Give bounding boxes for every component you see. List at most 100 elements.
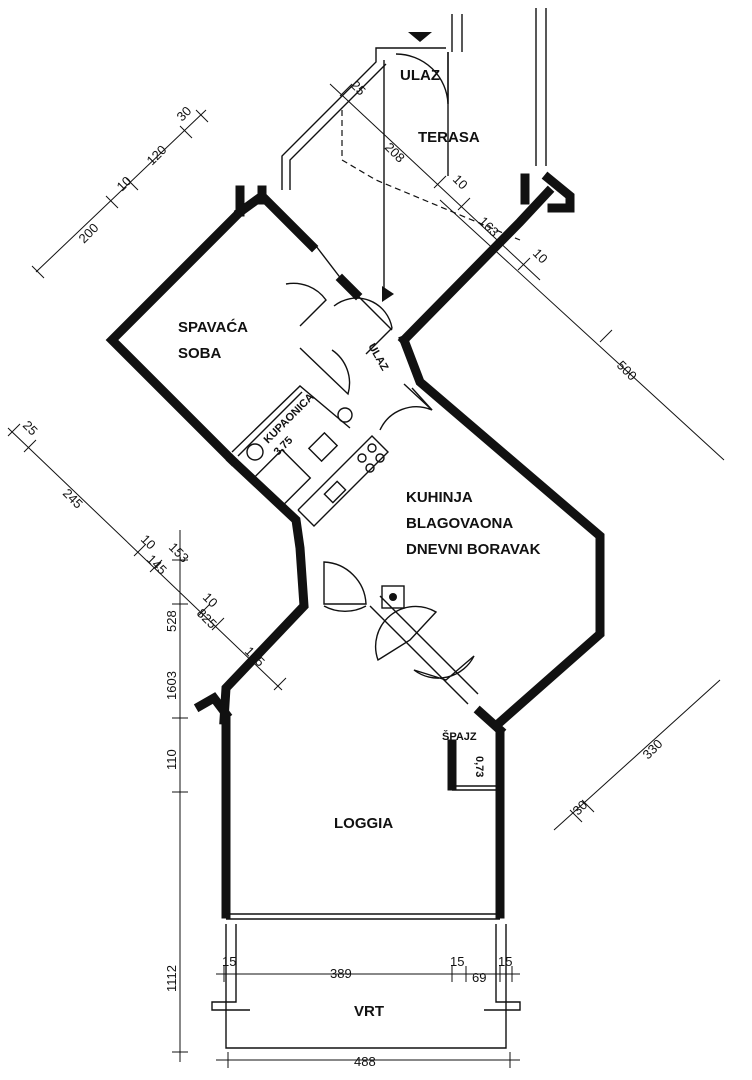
terrace-outline-2 (289, 63, 387, 190)
tick (457, 197, 471, 211)
door-spajz (411, 387, 433, 411)
room-labels: ULAZ TERASA SPAVAĆA SOBA ULAZ KUPAONICA … (178, 67, 541, 1020)
washbasin (307, 431, 339, 463)
dim-30a: 30 (174, 103, 195, 124)
tick (273, 677, 287, 691)
tick (133, 543, 147, 557)
bathroom-partition-inner (237, 391, 303, 457)
dim-1112: 1112 (164, 965, 179, 992)
stove-ring-1 (367, 443, 377, 453)
living-wall-top (397, 185, 555, 347)
garden-outline-2 (211, 924, 250, 1011)
label-terasa: TERASA (418, 129, 480, 146)
stove-ring-3 (375, 453, 385, 463)
dim-153: 153 (166, 540, 192, 566)
stove-ring-2 (357, 453, 367, 463)
entry-arrow-mid (382, 286, 394, 302)
tick (433, 175, 447, 189)
dim-25b: 25 (20, 418, 41, 439)
doors (285, 52, 479, 705)
dim-389: 389 (330, 966, 352, 981)
entry-sill (315, 245, 343, 281)
entry-wall-right (335, 273, 363, 301)
interior-lines (226, 385, 500, 920)
tick (581, 799, 595, 813)
bathroom-partition (231, 385, 351, 453)
label-spajz: ŠPAJZ (442, 730, 477, 743)
label-soba: SOBA (178, 345, 222, 362)
chimney-flue (389, 593, 397, 601)
dim-right-500 (439, 199, 725, 461)
door-living (323, 561, 367, 605)
dim-10c: 10 (530, 246, 551, 267)
tick (7, 423, 21, 437)
label-ulaz-inner: ULAZ (365, 342, 390, 374)
hall-corner (193, 692, 233, 721)
dim-69: 69 (472, 970, 486, 985)
tick (599, 329, 613, 343)
label-ulaz-top: ULAZ (400, 67, 440, 84)
stove-ring-4 (365, 463, 375, 473)
dim-488: 488 (354, 1054, 376, 1069)
label-dnevni: DNEVNI BORAVAK (406, 541, 541, 558)
spajz-wall-top (473, 705, 507, 737)
garden-outline (225, 924, 507, 1049)
dim-left-mid (7, 427, 283, 691)
terrace-corner (541, 171, 575, 213)
dim-15b: 15 (450, 954, 464, 969)
dim-528: 528 (164, 610, 179, 632)
kitchen-sink (323, 480, 347, 504)
dim-25a: 25 (348, 78, 369, 99)
bedroom-wall-left (105, 205, 247, 467)
kitchen-counter (297, 435, 389, 527)
label-blagovaona: BLAGOVAONA (406, 515, 513, 532)
chimney (381, 585, 405, 609)
garden-outline-3 (484, 924, 521, 1011)
door-bedroom (285, 282, 327, 327)
label-loggia: LOGGIA (334, 815, 393, 832)
tick (195, 109, 209, 123)
tick (105, 195, 119, 209)
tick (339, 83, 353, 97)
walls (105, 171, 605, 919)
toilet (246, 443, 264, 461)
dim-245: 245 (60, 486, 86, 512)
dim-15a: 15 (222, 954, 236, 969)
tick (149, 559, 163, 573)
label-vrt: VRT (354, 1003, 384, 1020)
tick (179, 125, 193, 139)
terrace (281, 8, 547, 331)
dim-top-left (35, 109, 207, 273)
tick (517, 257, 531, 271)
terrace-outline (281, 47, 446, 190)
tick (125, 177, 139, 191)
door-living-2 (323, 605, 367, 613)
dim-330: 330 (640, 736, 666, 762)
tick (211, 617, 225, 631)
label-spavaca: SPAVAĆA (178, 318, 248, 336)
label-spajz-area: 0,73 (473, 756, 485, 777)
living-wall-right (398, 334, 605, 731)
tick (197, 603, 211, 617)
bedroom-wall-top (233, 190, 319, 253)
dimension-lines (7, 83, 725, 1068)
door-entry (333, 297, 393, 355)
dim-200: 200 (76, 220, 102, 246)
dim-208: 208 (382, 140, 408, 166)
dim-terrace (329, 83, 541, 281)
door-loggia-frame-2 (379, 595, 479, 695)
tick (569, 809, 583, 823)
hall-wall-left (219, 453, 309, 725)
basin-bowl (337, 407, 353, 423)
dim-120: 120 (144, 142, 170, 168)
dimension-labels: 200 10 120 30 25 208 10 163 10 500 330 3… (20, 78, 666, 1069)
bathtub (252, 448, 312, 508)
dim-15c: 15 (498, 954, 512, 969)
tick (23, 439, 37, 453)
dim-10b: 10 (450, 172, 471, 193)
door-bathroom (299, 347, 351, 396)
entry-arrow-top (408, 32, 432, 42)
dim-145a: 145 (144, 552, 170, 578)
dim-1603: 1603 (164, 671, 179, 700)
